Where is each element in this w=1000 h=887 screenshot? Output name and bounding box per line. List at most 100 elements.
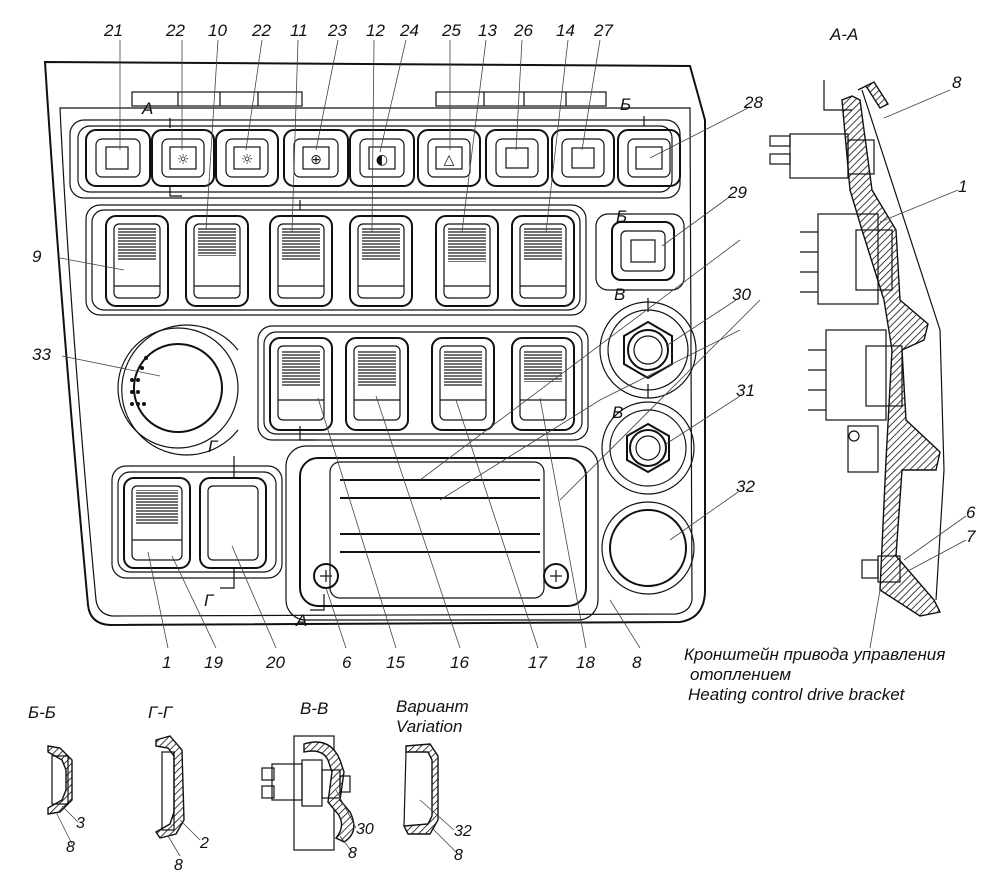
callout-28: 28: [743, 93, 763, 112]
key-25: △: [417, 129, 481, 187]
callout-29: 29: [727, 183, 747, 202]
callouts-top: 21 22 10 22 11 23 12 24 25 13 26 14 27: [103, 21, 613, 40]
section-mark-a-top: А: [141, 99, 153, 118]
rocker-switch-18: [511, 337, 575, 431]
bracket-caption-en: Heating control drive bracket: [688, 685, 906, 704]
round-plug-32: [601, 501, 695, 595]
round-socket-33: [117, 324, 239, 456]
section-g-g-callout-8: 8: [174, 857, 183, 874]
fog-lamp-rear-icon: ◐: [376, 152, 388, 168]
variation-title-ru: Вариант: [396, 697, 469, 716]
section-g-g-view: Г-Г 2 8: [148, 703, 209, 874]
callout-21: 21: [103, 21, 123, 40]
callout-25: 25: [441, 21, 461, 40]
callout-20: 20: [265, 653, 285, 672]
callouts-bottom: 1 19 20 6 15 16 17 18 8: [162, 653, 642, 672]
key-29: [595, 213, 685, 291]
variation-view: Вариант Variation 32 8: [396, 697, 472, 864]
panel-body: [43, 60, 706, 627]
blank-key-20: [199, 477, 267, 569]
rocker-switch-10: [185, 215, 249, 307]
callout-24: 24: [399, 21, 419, 40]
section-b-b-callout-3: 3: [76, 815, 85, 832]
callout-8: 8: [632, 653, 642, 672]
callout-15: 15: [386, 653, 405, 672]
section-mark-g-bottom: Г: [204, 591, 215, 610]
key-22b: ☼: [215, 129, 279, 187]
lamp-rear-icon: ☼: [177, 152, 190, 168]
section-a-a-callout-6: 6: [966, 503, 976, 522]
section-marks: А Б Б В В Г Г А: [141, 95, 649, 630]
rocker-switch-17: [431, 337, 495, 431]
rocker-switch-9: [105, 215, 169, 307]
callouts-left: 9 33: [32, 247, 51, 364]
section-v-v-callout-8: 8: [348, 845, 357, 862]
section-mark-v-bottom: В: [612, 403, 623, 422]
section-a-a-callout-1: 1: [958, 177, 967, 196]
rocker-switch-19: [123, 477, 191, 569]
section-v-v-view: В-В 30 8: [261, 699, 374, 862]
section-a-a-title: А-А: [829, 25, 858, 44]
callout-27: 27: [593, 21, 613, 40]
section-a-a-callout-8: 8: [952, 73, 962, 92]
section-mark-g-top: Г: [208, 437, 219, 456]
key-28: [617, 129, 681, 187]
variation-title-en: Variation: [396, 717, 462, 736]
callout-10: 10: [208, 21, 227, 40]
callout-12: 12: [366, 21, 385, 40]
section-b-b-view: Б-Б 3 8: [28, 703, 85, 856]
callout-11: 11: [290, 21, 308, 40]
key-24: ◐: [349, 129, 415, 187]
rocker-switch-16: [345, 337, 409, 431]
callout-19: 19: [204, 653, 223, 672]
callout-31: 31: [736, 381, 755, 400]
section-mark-v-top: В: [614, 285, 625, 304]
callout-16: 16: [450, 653, 469, 672]
callout-32: 32: [736, 477, 755, 496]
section-a-a-view: А-А 8 1 6 7: [769, 25, 976, 649]
top-keys: ☼ ☼ ⊕ ◐ △: [85, 129, 681, 187]
bracket-caption-ru-1: Кронштейн привода управления: [684, 645, 945, 664]
callout-9: 9: [32, 247, 42, 266]
rocker-switch-15: [269, 337, 333, 431]
round-knob-31: [601, 401, 695, 495]
callout-22a: 22: [165, 21, 185, 40]
rocker-switch-13: [435, 215, 499, 307]
key-block-19-20: [111, 465, 283, 579]
key-27: [551, 129, 615, 187]
section-g-g-callout-2: 2: [199, 835, 209, 852]
lamp-front-icon: ☼: [241, 152, 254, 168]
callout-33: 33: [32, 345, 51, 364]
callout-22b: 22: [251, 21, 271, 40]
round-knob-30: [599, 301, 697, 399]
callout-23: 23: [327, 21, 347, 40]
callout-17: 17: [528, 653, 547, 672]
rocker-row-1: [85, 204, 587, 316]
rocker-switch-11: [269, 215, 333, 307]
section-v-v-callout-30: 30: [356, 821, 374, 838]
callouts-right: 28 29 30 31 32: [727, 93, 763, 496]
bracket-caption: Кронштейн привода управления отоплением …: [684, 645, 945, 704]
rocker-switch-12: [349, 215, 413, 307]
variation-callout-8: 8: [454, 847, 463, 864]
key-21: [85, 129, 151, 187]
section-mark-b-top: Б: [620, 95, 631, 114]
section-g-g-title: Г-Г: [148, 703, 174, 722]
section-a-a-callout-7: 7: [966, 527, 976, 546]
section-mark-b-mid: Б: [616, 207, 627, 226]
callout-14: 14: [556, 21, 575, 40]
key-22a: ☼: [151, 129, 215, 187]
section-mark-a-bottom: А: [295, 611, 307, 630]
callout-13: 13: [478, 21, 497, 40]
hazard-warning-icon: △: [444, 152, 455, 168]
section-v-v-title: В-В: [300, 699, 328, 718]
callout-26: 26: [513, 21, 533, 40]
rocker-switch-14: [511, 215, 575, 307]
mounting-clips: [131, 91, 607, 107]
rocker-row-2: [257, 325, 589, 441]
variation-callout-32: 32: [454, 823, 472, 840]
section-b-b-title: Б-Б: [28, 703, 56, 722]
callout-1: 1: [162, 653, 171, 672]
bracket-caption-ru-2: отоплением: [690, 665, 791, 684]
